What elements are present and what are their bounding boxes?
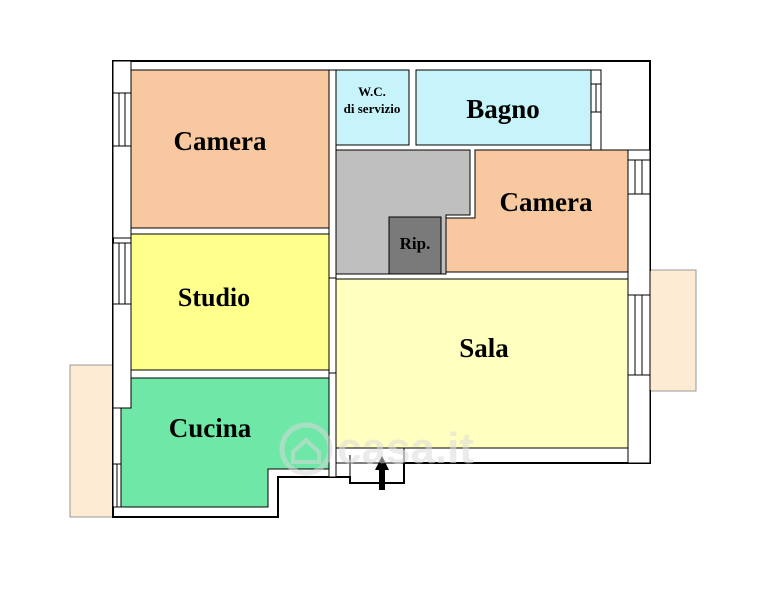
wall-sala-right — [627, 374, 651, 464]
watermark-logo-icon — [279, 422, 333, 476]
window-cucina — [112, 463, 122, 508]
watermark: casa.it — [279, 422, 474, 476]
entrance — [335, 447, 405, 490]
wall-corridor-left — [328, 69, 337, 279]
label-wc-line1: W.C. — [358, 84, 386, 99]
room-studio — [130, 233, 330, 371]
wall-cucina-left — [112, 407, 122, 465]
wall-left-mid — [112, 145, 132, 239]
window-studio — [112, 242, 132, 305]
room-labels: Camera W.C. di servizio Bagno Camera Rip… — [169, 84, 593, 443]
wall-cucina-sala — [328, 372, 337, 478]
window-sala — [627, 294, 651, 376]
room-camera-1 — [130, 69, 330, 229]
label-camera-1: Camera — [174, 126, 267, 156]
label-cucina: Cucina — [169, 413, 252, 443]
entrance-arrow-icon — [375, 456, 389, 490]
label-ripostiglio: Rip. — [400, 234, 431, 253]
wall-left-top — [112, 60, 132, 94]
label-wc-line2: di servizio — [344, 101, 401, 116]
entrance-opening — [335, 447, 405, 464]
watermark-house-icon — [291, 437, 321, 464]
label-bagno: Bagno — [466, 94, 540, 124]
window-bagno — [590, 83, 602, 113]
room-ripostiglio — [388, 216, 442, 275]
rooms — [120, 69, 637, 508]
windows — [112, 83, 651, 508]
window-camera-1 — [112, 92, 132, 147]
balcony-left — [69, 364, 117, 518]
watermark-text: casa.it — [337, 424, 474, 473]
wall-left-lower — [112, 303, 132, 409]
label-studio: Studio — [178, 283, 250, 312]
wall-studio-sala — [328, 277, 337, 374]
window-camera-2 — [627, 159, 651, 195]
label-sala: Sala — [459, 333, 509, 363]
label-camera-2: Camera — [500, 187, 593, 217]
room-sala — [335, 278, 637, 449]
room-bagno — [415, 69, 592, 146]
